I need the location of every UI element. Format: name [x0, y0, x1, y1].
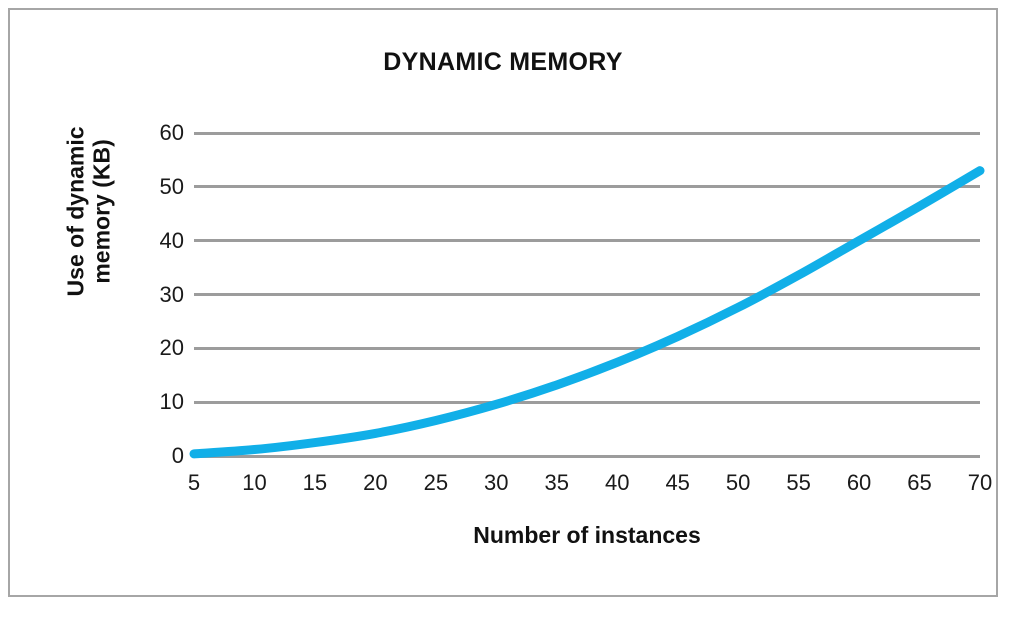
x-axis-tick-label: 45	[665, 470, 690, 495]
x-axis-tick-label: 20	[363, 470, 388, 495]
x-axis-tick-label: 25	[423, 470, 449, 495]
y-axis-title-line-2: memory (KB)	[89, 139, 115, 284]
gridline	[194, 239, 980, 243]
x-axis-tick-label: 50	[725, 470, 751, 495]
chart-frame: DYNAMIC MEMORY Use of dynamic memory (KB…	[8, 8, 998, 597]
y-axis-title-line-1: Use of dynamic	[62, 126, 89, 297]
x-axis-tick-label: 10	[242, 470, 267, 495]
x-axis-tick-label: 5	[187, 470, 201, 495]
y-axis-tick-label: 40	[159, 227, 184, 253]
y-axis-tick-label: 10	[159, 389, 184, 415]
x-axis-tick-label: 65	[907, 470, 932, 495]
gridline	[194, 185, 980, 189]
series-line-chart	[189, 166, 985, 459]
y-axis-tick-labels: 0 10 20 30 40 50 60	[128, 120, 184, 468]
y-axis-tick-label: 50	[159, 173, 184, 199]
x-axis-tick-label: 40	[604, 470, 630, 495]
gridline	[194, 293, 980, 296]
y-axis-tick-label: 30	[159, 281, 184, 307]
x-axis-tick-label: 15	[302, 470, 328, 495]
gridline	[194, 400, 980, 404]
x-axis-tick-label: 60	[846, 470, 872, 495]
gridline	[194, 454, 980, 458]
y-axis-tick-label: 20	[159, 335, 184, 361]
x-axis-tick-labels: 5 10 15 20 25 30 35 40 45 50 55 60 65 70	[188, 470, 992, 504]
chart-title: DYNAMIC MEMORY	[383, 48, 623, 76]
y-axis-title: Use of dynamic memory (KB)	[63, 86, 116, 336]
series-path-dynamic-memory	[189, 166, 985, 459]
x-axis-title: Number of instances	[473, 522, 701, 548]
gridline	[194, 346, 980, 350]
x-axis-tick-label: 30	[484, 470, 509, 495]
x-axis-tick-label: 55	[786, 470, 811, 495]
plot-area	[189, 131, 985, 459]
y-axis-tick-label: 0	[171, 443, 184, 468]
x-axis-tick-label: 35	[544, 470, 570, 495]
x-axis-tick-label: 70	[967, 470, 993, 495]
y-axis-tick-label: 60	[159, 120, 184, 145]
gridline	[194, 131, 980, 135]
